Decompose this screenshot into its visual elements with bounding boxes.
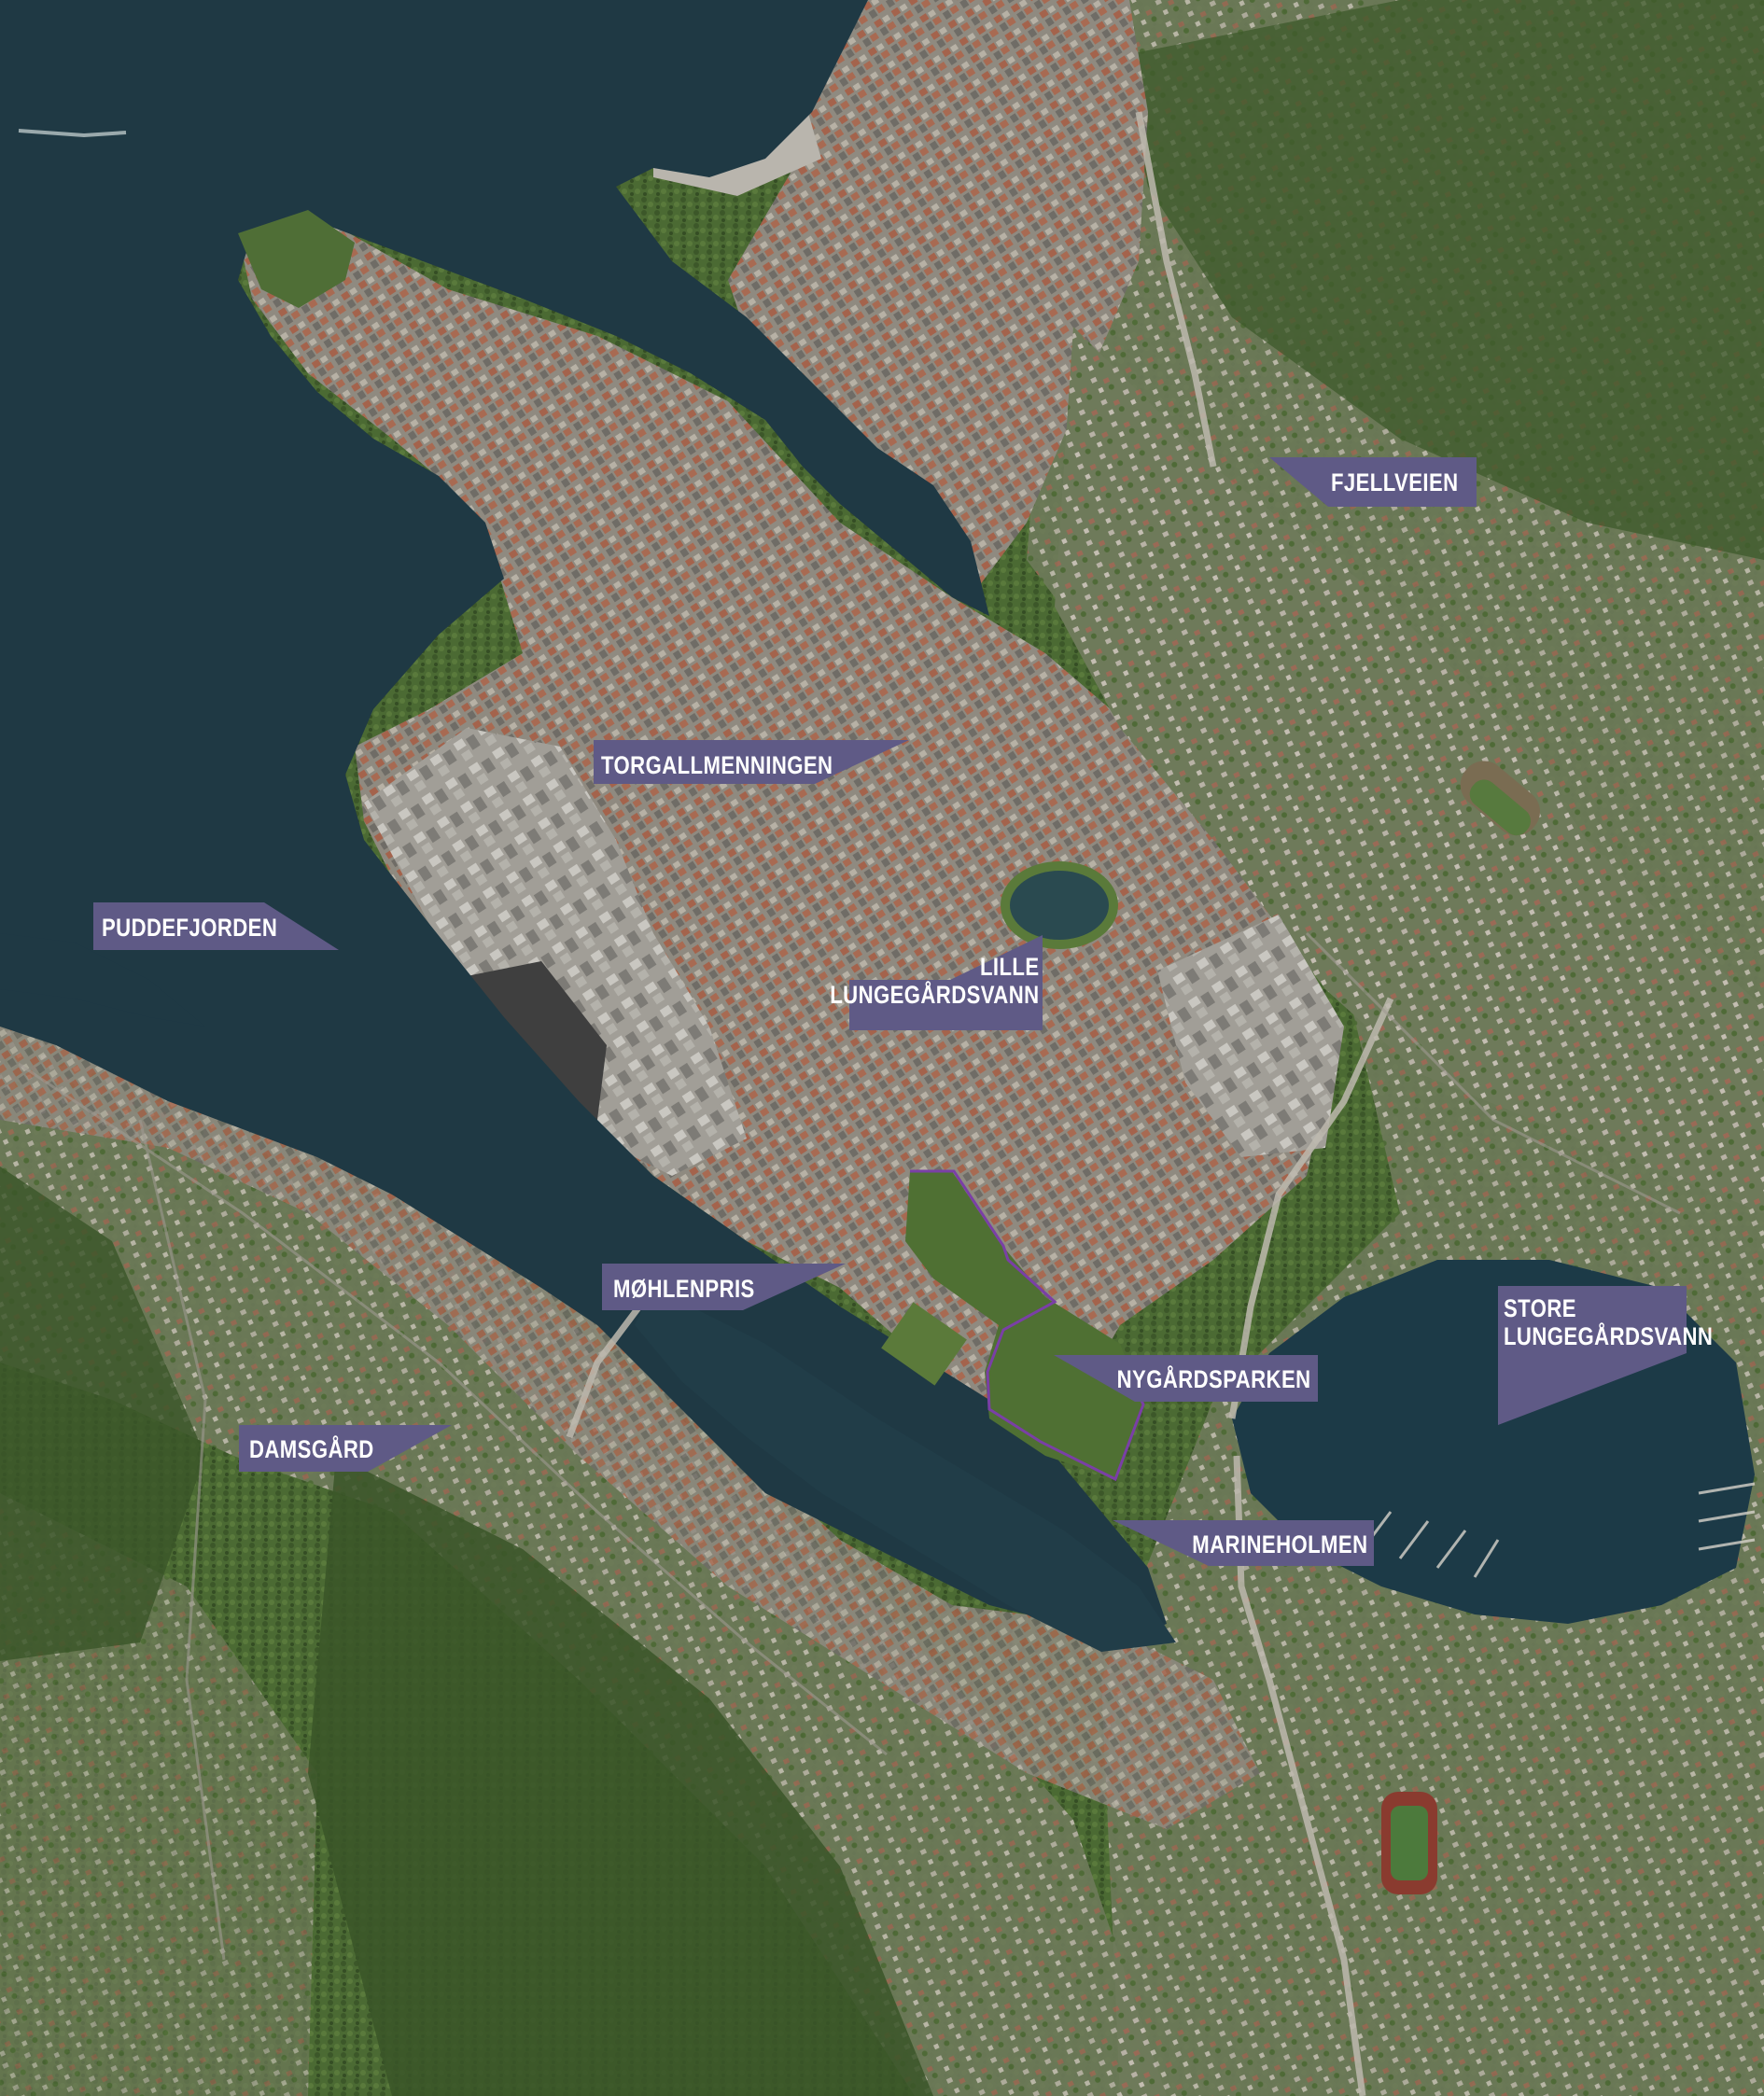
label-plate-lille-lungegardsvann — [849, 935, 1043, 1030]
label-store-lungegardsvann: STORE LUNGEGÅRDSVANN — [1504, 1294, 1714, 1350]
label-lille-lungegardsvann: LILLE LUNGEGÅRDSVANN — [830, 953, 1040, 1009]
label-plate-nygardsparken — [1054, 1355, 1318, 1402]
label-plate-mohlenpris — [602, 1264, 846, 1310]
label-plate-store-lungegardsvann — [1498, 1286, 1687, 1425]
label-fjellveien: FJELLVEIEN — [1331, 468, 1459, 496]
label-plate-puddefjorden — [93, 902, 339, 950]
label-plate-damsgard — [239, 1425, 452, 1472]
label-puddefjorden: PUDDEFJORDEN — [102, 914, 278, 942]
label-plate-torgallmenningen — [594, 740, 909, 784]
nygardsparken-outline — [910, 1169, 1145, 1482]
label-plate-fjellveien — [1269, 457, 1477, 507]
label-torgallmenningen: TORGALLMENNINGEN — [601, 751, 833, 779]
label-damsgard: DAMSGÅRD — [249, 1435, 374, 1463]
label-plate-marineholmen — [1113, 1520, 1374, 1566]
label-nygardsparken: NYGÅRDSPARKEN — [1117, 1365, 1311, 1393]
label-mohlenpris: MØHLENPRIS — [613, 1275, 755, 1303]
label-marineholmen: MARINEHOLMEN — [1191, 1530, 1367, 1558]
